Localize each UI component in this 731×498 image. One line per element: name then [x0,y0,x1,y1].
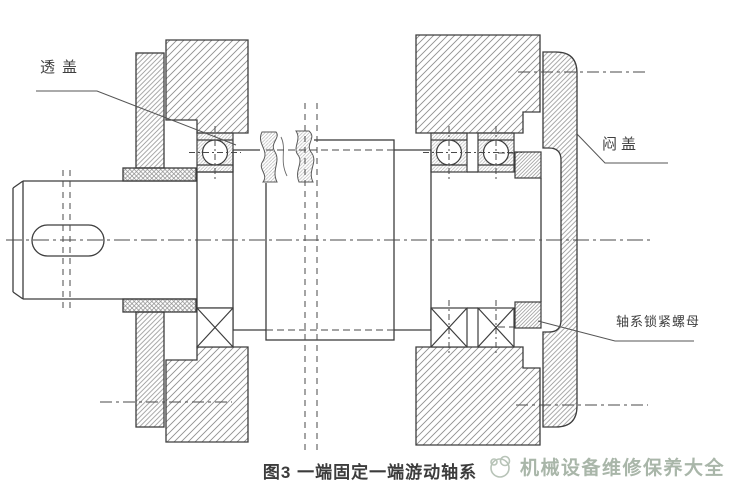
leader-lock-nut [537,320,694,342]
leader-left-cover [36,90,237,146]
centerlines [6,71,650,450]
leader-right-cover [576,133,668,164]
watermark-text: 机械设备维修保养大全 [520,457,726,479]
right-bearing-bottom-2 [477,307,515,348]
left-bearing-housing [165,39,249,443]
figure-caption: 图3 一端固定一端游动轴系 [262,463,478,482]
right-blind-cover [542,51,578,428]
left-end-cover [122,52,197,428]
watermark: 机械设备维修保养大全 [487,451,725,481]
right-bearing-housing [415,34,541,446]
label-lock-nut: 轴系锁紧螺母 [616,314,701,329]
label-right-cover: 闷盖 [602,136,641,153]
shaft-break-wave [260,130,315,183]
mascot-doodle-icon [490,455,511,478]
shaft-assembly-drawing [6,34,694,450]
felt-seal-top [122,167,197,182]
left-bearing-bottom [196,307,234,348]
label-left-cover: 透盖 [40,59,85,76]
felt-seal-bottom [122,298,197,313]
right-bearing-bottom-1 [430,307,468,348]
leader-lines [36,90,694,342]
shaft-lock-nut [514,151,542,329]
